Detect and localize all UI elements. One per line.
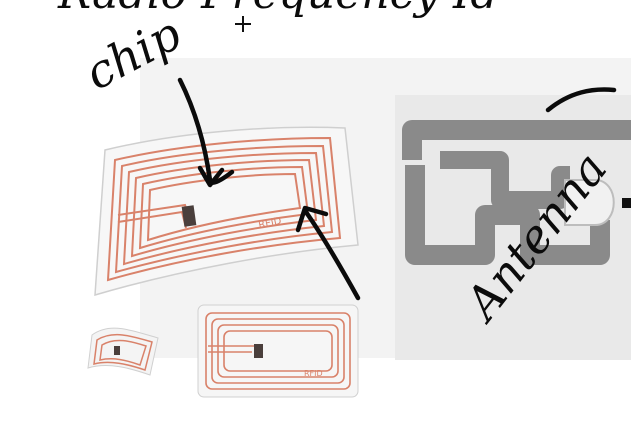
title-handwriting: Radio Frequency Id — [57, 0, 499, 19]
antenna-diagram — [402, 120, 631, 265]
small-chip-icon — [254, 344, 263, 358]
chip-arrow — [177, 77, 213, 183]
small-twisted-rfid-tag — [87, 327, 159, 376]
flat-rfid-tag: RFID — [197, 304, 359, 398]
large-rfid-tag: RFID — [94, 126, 359, 297]
chip-icon — [181, 205, 197, 227]
antenna-chip-shape — [564, 179, 615, 226]
large-tag-label: RFID — [257, 216, 282, 232]
antenna-arrow — [303, 209, 361, 301]
small-tag-label: RFID — [304, 369, 323, 378]
